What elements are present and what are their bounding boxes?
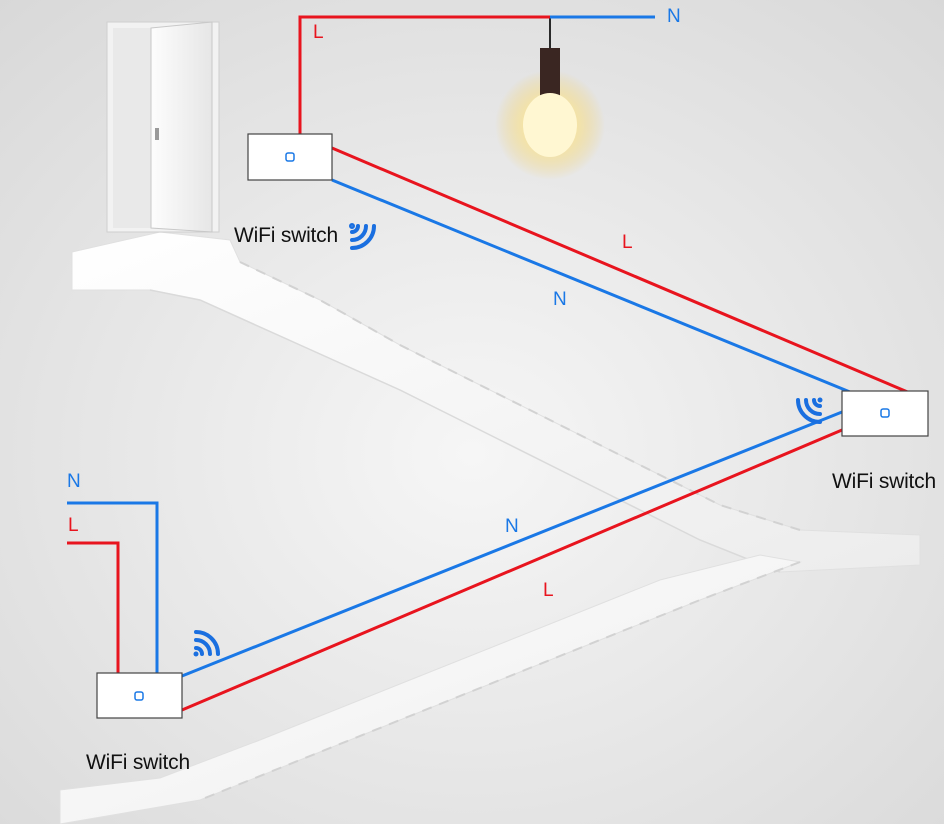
- switch-caption: WiFi switch: [234, 224, 338, 247]
- wall-switch-icon[interactable]: [841, 390, 929, 437]
- neutral-wires: [67, 15, 851, 678]
- wifi-signal-icon: [193, 630, 220, 657]
- live-wire-label: L: [622, 232, 633, 253]
- upper-staircase: [71, 231, 921, 573]
- wifi-signal-icon: [349, 223, 376, 250]
- live-wire-label: L: [313, 22, 324, 43]
- switch-caption: WiFi switch: [832, 470, 936, 493]
- neutral-wire-label: N: [553, 289, 567, 310]
- switch-caption: WiFi switch: [86, 751, 190, 774]
- light-bulb-icon: [495, 17, 605, 180]
- live-wire-label: L: [543, 580, 554, 601]
- lower-staircase: [59, 554, 802, 824]
- wifi-signal-icon: [796, 397, 823, 424]
- live-wires: [67, 15, 911, 712]
- neutral-wire-label: N: [505, 516, 519, 537]
- wall-switch-icon[interactable]: [96, 672, 183, 719]
- door-icon: [106, 21, 220, 233]
- neutral-wire-label: N: [67, 471, 81, 492]
- wall-switch-icon[interactable]: [247, 133, 333, 181]
- live-wire-label: L: [68, 515, 79, 536]
- neutral-wire-label: N: [667, 6, 681, 27]
